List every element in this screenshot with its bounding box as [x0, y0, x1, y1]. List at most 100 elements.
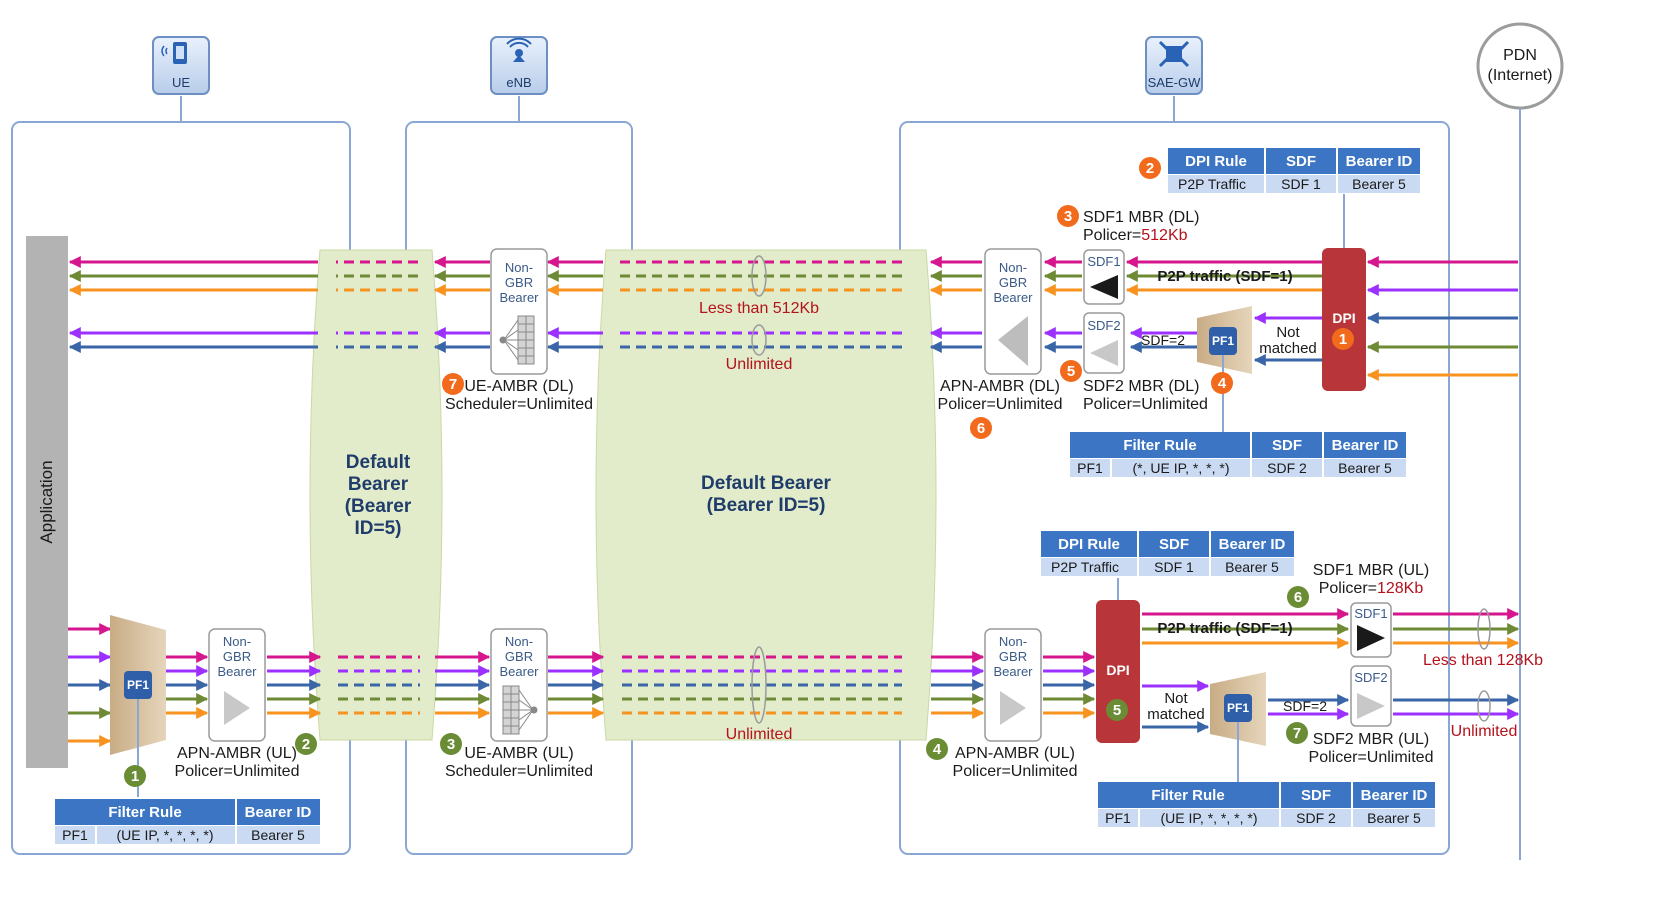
ul-pf1-filter[interactable]: PF1	[1210, 672, 1266, 782]
svg-text:GBR: GBR	[223, 649, 251, 664]
default-bearer-tube-big: Default Bearer (Bearer ID=5)	[595, 249, 937, 741]
ul-filter-table-gw: Filter Rule SDF Bearer ID PF1 (UE IP, *,…	[1098, 782, 1435, 827]
svg-text:(UE IP, *, *, *, *): (UE IP, *, *, *, *)	[117, 827, 214, 843]
dl-dpi-table: DPI Rule SDF Bearer ID P2P Traffic SDF 1…	[1168, 148, 1420, 193]
svg-text:Non-: Non-	[223, 634, 251, 649]
dl-unlimited: Unlimited	[726, 356, 793, 373]
gateway-icon	[1158, 40, 1190, 68]
saegw-label: SAE-GW	[1148, 75, 1201, 90]
ul-rate-ellipse	[751, 646, 767, 724]
enb-node[interactable]: eNB	[490, 36, 548, 95]
policer-triangle-icon	[1357, 693, 1385, 719]
svg-text:SDF 2: SDF 2	[1296, 810, 1336, 826]
ul-apn-ambr-gw-2: Policer=Unlimited	[953, 763, 1078, 780]
dl-dpi-box[interactable]: DPI	[1322, 194, 1366, 391]
dl-sdf1-box[interactable]: SDF1	[1083, 249, 1125, 305]
svg-text:GBR: GBR	[505, 649, 533, 664]
ul-p2p-traffic: P2P traffic (SDF=1)	[1157, 620, 1292, 637]
dl-rate-ellipse-1	[751, 255, 767, 297]
svg-text:7: 7	[1293, 725, 1301, 742]
dl-sdf2-mbr-2: Policer=Unlimited	[1083, 396, 1208, 413]
svg-text:DPI Rule: DPI Rule	[1058, 536, 1120, 553]
enb-label: eNB	[506, 75, 531, 90]
enb-dl-bearer[interactable]: Non- GBR Bearer	[490, 248, 548, 375]
policer-triangle-icon	[224, 691, 250, 725]
ul-sdf1-box[interactable]: SDF1	[1350, 602, 1392, 658]
svg-text:Bearer 5: Bearer 5	[1352, 176, 1406, 192]
ul-sdf2-mbr-2: Policer=Unlimited	[1309, 749, 1434, 766]
svg-text:2: 2	[302, 736, 310, 753]
svg-text:Bearer: Bearer	[993, 664, 1033, 679]
dl-sdf2-box[interactable]: SDF2	[1083, 312, 1125, 374]
svg-text:PF1: PF1	[127, 678, 149, 692]
svg-text:4: 4	[933, 741, 942, 758]
dl-sdf1-mbr-1: SDF1 MBR (DL)	[1083, 209, 1199, 226]
dl-less-than-512: Less than 512Kb	[699, 300, 819, 317]
scheduler-icon	[499, 315, 535, 365]
svg-text:P2P Traffic: P2P Traffic	[1051, 559, 1119, 575]
dl-not-matched-2: matched	[1259, 340, 1317, 357]
dl-apn-ambr-2: Policer=Unlimited	[938, 396, 1063, 413]
antenna-icon	[506, 37, 532, 62]
ul-sdf2-box[interactable]: SDF2	[1350, 665, 1392, 727]
ul-badges: 1 2 3 4 5 6 7	[124, 586, 1309, 787]
svg-text:6: 6	[1294, 589, 1302, 606]
svg-text:SDF2: SDF2	[1087, 318, 1120, 333]
svg-text:Bearer: Bearer	[993, 290, 1033, 305]
svg-text:3: 3	[1064, 208, 1072, 225]
svg-text:SDF: SDF	[1286, 153, 1316, 170]
svg-text:Bearer 5: Bearer 5	[1367, 810, 1421, 826]
scheduler-icon	[502, 685, 538, 735]
svg-text:Bearer ID: Bearer ID	[1346, 153, 1413, 170]
ue-node[interactable]: UE	[152, 36, 210, 95]
ue-ul-bearer[interactable]: Non- GBR Bearer	[208, 628, 266, 742]
svg-text:Bearer 5: Bearer 5	[251, 827, 305, 843]
policer-triangle-icon	[998, 316, 1028, 366]
svg-text:5: 5	[1067, 363, 1075, 380]
pdn-node[interactable]: PDN (Internet)	[1476, 22, 1564, 860]
svg-text:Bearer ID: Bearer ID	[1361, 787, 1428, 804]
svg-text:GBR: GBR	[505, 275, 533, 290]
svg-text:SDF 2: SDF 2	[1267, 460, 1307, 476]
ul-unlimited-right: Unlimited	[1451, 723, 1518, 740]
ue-ul-pf1-filter[interactable]: PF1	[110, 615, 166, 797]
ue-label: UE	[172, 75, 190, 90]
policer-triangle-icon	[1357, 625, 1385, 651]
svg-text:Bearer: Bearer	[499, 290, 539, 305]
pdn-label-line1: PDN	[1503, 47, 1537, 64]
svg-text:2: 2	[1146, 160, 1154, 177]
application-label: Application	[37, 460, 56, 543]
default-bearer-small-line3: (Bearer	[345, 496, 412, 517]
ul-sdf-eq-2: SDF=2	[1283, 698, 1327, 714]
gw-ul-bearer[interactable]: Non- GBR Bearer	[984, 628, 1042, 742]
svg-text:Filter Rule: Filter Rule	[1123, 437, 1196, 454]
ul-dpi-table: DPI Rule SDF Bearer ID P2P Traffic SDF 1…	[1041, 531, 1294, 576]
svg-text:1: 1	[131, 768, 139, 785]
svg-text:PF1: PF1	[1212, 334, 1234, 348]
application-bar: Application	[26, 236, 68, 768]
svg-text:Bearer ID: Bearer ID	[245, 804, 312, 821]
svg-text:Bearer: Bearer	[217, 664, 257, 679]
ul-ue-ambr-2: Scheduler=Unlimited	[445, 763, 593, 780]
saegw-node[interactable]: SAE-GW	[1145, 36, 1203, 95]
svg-text:Non-: Non-	[999, 634, 1027, 649]
dl-sdf2-mbr-1: SDF2 MBR (DL)	[1083, 378, 1199, 395]
ul-right-ellipse-1	[1477, 608, 1491, 650]
svg-text:5: 5	[1113, 702, 1121, 719]
svg-text:GBR: GBR	[999, 649, 1027, 664]
svg-text:Bearer 5: Bearer 5	[1225, 559, 1279, 575]
svg-text:Bearer 5: Bearer 5	[1338, 460, 1392, 476]
ul-unlimited: Unlimited	[726, 726, 793, 743]
policer-triangle-icon	[1000, 691, 1026, 725]
ul-right-ellipse-2	[1477, 690, 1491, 722]
dl-ue-ambr-2: Scheduler=Unlimited	[445, 396, 593, 413]
dl-pf1-filter[interactable]: PF1	[1197, 306, 1252, 432]
dl-ue-ambr-1: UE-AMBR (DL)	[464, 378, 573, 395]
gw-dl-bearer[interactable]: Non- GBR Bearer	[984, 248, 1042, 375]
svg-text:(UE IP, *, *, *, *): (UE IP, *, *, *, *)	[1161, 810, 1258, 826]
enb-ul-bearer[interactable]: Non- GBR Bearer	[490, 628, 548, 742]
svg-text:P2P Traffic: P2P Traffic	[1178, 176, 1246, 192]
svg-text:Non-: Non-	[999, 260, 1027, 275]
